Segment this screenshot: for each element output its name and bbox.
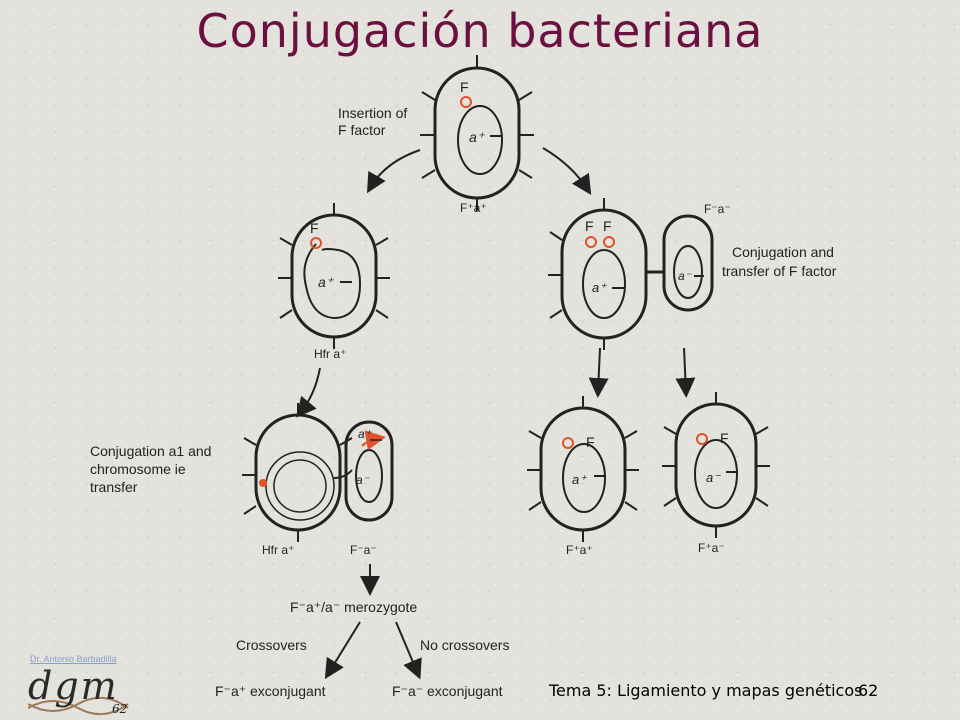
svg-text:a⁺: a⁺ [592,280,607,295]
cell-fplus-conjugating: F F a⁺ [548,198,648,350]
crossovers-label: Crossovers [236,637,307,653]
chromosome-label-2: chromosome ie [90,461,186,477]
f-symbol: F [460,79,469,95]
arrow-no-crossovers [395,621,422,680]
cell-fminus-label: F⁻a⁻ [704,202,731,216]
cell-fminus-bottom-label: F⁻a⁻ [350,543,377,557]
svg-text:F: F [720,430,729,446]
arrow-down-right-2 [675,347,696,398]
cell-fplus-aplus: F a⁺ F⁺a⁺ [527,396,639,557]
arrow-left [366,149,421,194]
cell-hfr-bottom-label: Hfr a⁺ [262,543,294,557]
svg-text:a⁻: a⁻ [356,473,371,487]
chromosome-label-3: transfer [90,479,138,495]
svg-text:a⁻: a⁻ [678,269,693,283]
svg-text:a⁺: a⁺ [358,427,373,441]
cell-fplus-aminus: F a⁻ F⁺a⁻ [662,392,770,555]
page-number: 62 [858,681,879,700]
plasmid-circle [460,96,472,108]
dgm-logo: dgm 62 [28,664,138,716]
chromosome-label-1: Conjugation a1 and [90,443,211,459]
allele-label: a⁺ [469,129,486,145]
footer-text: Tema 5: Ligamiento y mapas genéticos [549,681,863,700]
cell-fminus-recipient: a⁻ F⁻a⁻ [662,202,731,312]
no-crossovers-label: No crossovers [420,637,509,653]
cell-fplus-aplus-label: F⁺a⁺ [566,543,593,557]
insertion-label-2: F factor [338,122,386,138]
cell-hfr-bottom: Hfr a⁺ [242,403,353,557]
insertion-label-1: Insertion of [338,105,407,121]
arrow-right [542,147,592,196]
conjugation-label-1: Conjugation and [732,244,834,260]
svg-text:F: F [310,220,319,236]
exconjugant-1-label: F⁻a⁺ exconjugant [215,683,326,699]
cell-fplus-aminus-label: F⁺a⁻ [698,541,725,555]
logo-number: 62 [112,702,128,716]
svg-text:F: F [603,218,612,234]
cell-top: F a⁺ F⁺a⁺ [420,55,534,215]
svg-text:a⁻: a⁻ [706,470,721,485]
svg-text:a⁺: a⁺ [572,472,587,487]
exconjugant-2-label: F⁻a⁻ exconjugant [392,683,503,699]
svg-text:F: F [586,434,595,450]
svg-text:a⁺: a⁺ [318,274,335,290]
conjugation-label-2: transfer of F factor [722,263,837,279]
author-link[interactable]: Dr. Antonio Barbadilla [30,654,117,664]
merozygote-label: F⁻a⁺/a⁻ merozygote [290,599,417,615]
arrow-crossovers [324,621,361,680]
dna-helix-icon [28,697,129,715]
slide-title: Conjugación bacteriana [196,4,764,58]
cell-hfr-middle: F a⁺ Hfr a⁺ [278,203,390,361]
logo-text: dgm [28,664,119,708]
svg-text:F: F [585,218,594,234]
cell-top-label: F⁺a⁺ [460,201,487,215]
cell-fminus-bottom: a⁺ a⁻ F⁻a⁻ [344,420,394,557]
arrow-down-right-1 [588,347,609,398]
arrow-down-left [296,367,321,418]
cell-hfr-middle-label: Hfr a⁺ [314,347,346,361]
